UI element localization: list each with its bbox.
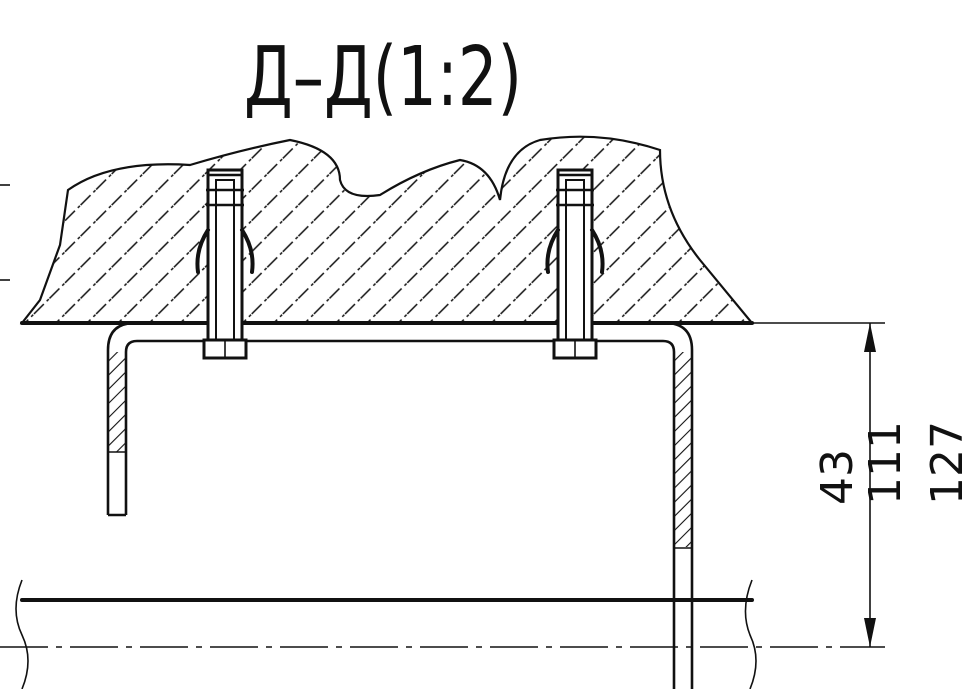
ceiling-section-hatched: [19, 135, 755, 325]
section-title: Д–Д(1:2): [244, 30, 522, 125]
dimension-127: 127: [922, 421, 973, 505]
dimension-43: 43: [812, 449, 863, 505]
arrow-top: [864, 323, 876, 352]
break-line-right: [744, 579, 757, 689]
arrow-bottom: [864, 618, 876, 647]
bracket-hatch-right: [675, 352, 691, 547]
bracket-inner: [124, 339, 676, 689]
anchor-bolt-left: [195, 168, 255, 360]
bracket-hatch-left: [109, 352, 125, 452]
break-line-left: [15, 579, 29, 689]
dimension-111: 111: [860, 421, 911, 505]
anchor-bolt-right: [545, 168, 605, 360]
bracket-outer: [106, 321, 694, 689]
